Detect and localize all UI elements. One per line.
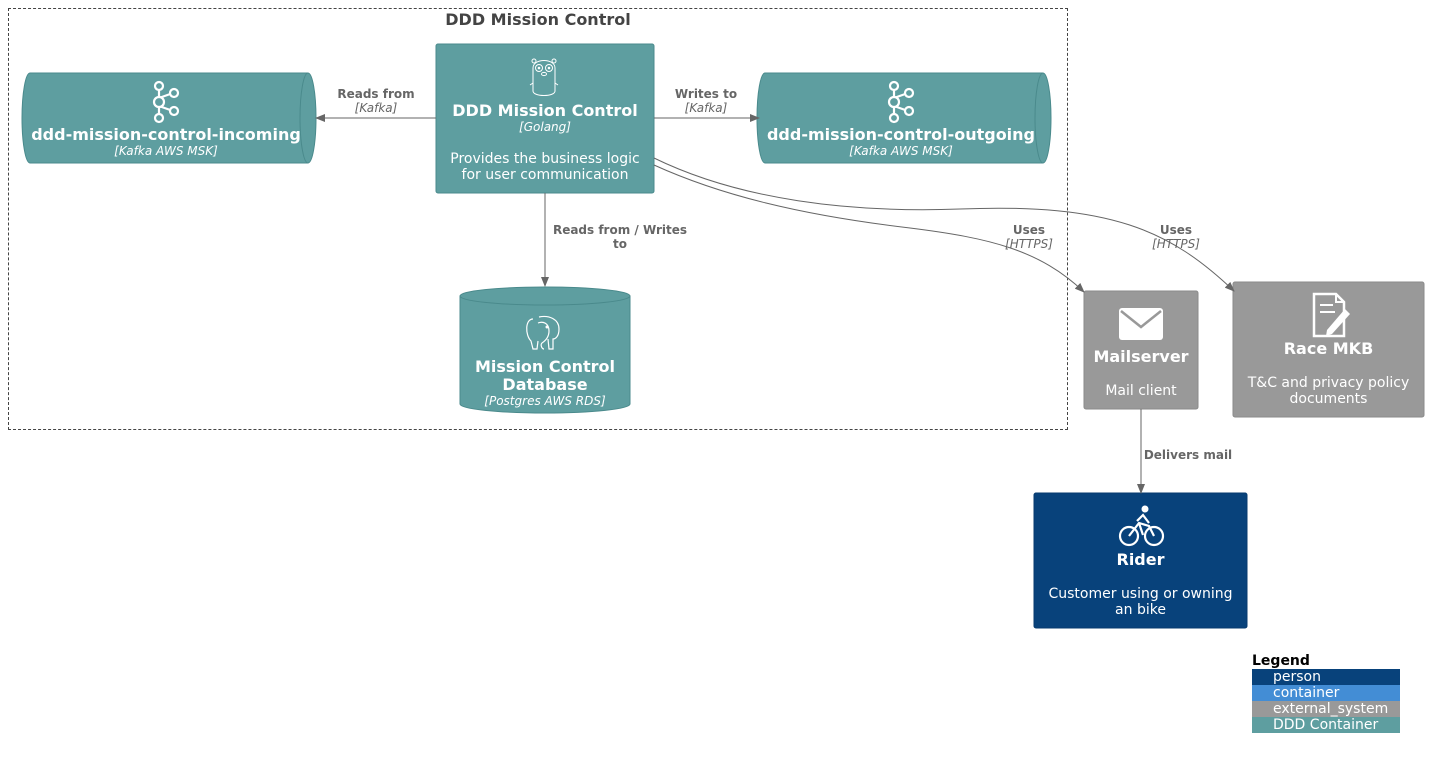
- document-edit-icon: [1312, 292, 1350, 338]
- rider[interactable]: Rider Customer using or owning an bike: [1034, 550, 1247, 619]
- mission-control-service[interactable]: DDD Mission Control [Golang] Provides th…: [436, 101, 654, 184]
- uses-mkb-tech: [HTTPS]: [1152, 237, 1200, 251]
- outgoing-queue[interactable]: ddd-mission-control-outgoing [Kafka AWS …: [760, 125, 1042, 159]
- writes-to-tech: [Kafka]: [684, 101, 728, 115]
- writes-to-label-text: Writes to: [674, 87, 738, 101]
- outgoing-queue-shape[interactable]: [756, 72, 1052, 164]
- legend: Legend person container external_system …: [1252, 653, 1400, 733]
- uses-mkb-label: Uses [HTTPS]: [1141, 223, 1211, 251]
- service-tech: [Golang]: [519, 120, 571, 134]
- incoming-queue[interactable]: ddd-mission-control-incoming [Kafka AWS …: [24, 125, 308, 159]
- legend-item-external-system: external_system: [1252, 701, 1400, 717]
- incoming-queue-tech: [Kafka AWS MSK]: [114, 144, 218, 158]
- kafka-icon: [887, 80, 915, 124]
- boundary-title: DDD Mission Control: [445, 10, 631, 29]
- mailserver[interactable]: Mailserver Mail client: [1084, 347, 1198, 400]
- legend-item-person: person: [1252, 669, 1400, 685]
- mailserver-name: Mailserver: [1093, 347, 1189, 366]
- kafka-icon: [152, 80, 180, 124]
- outgoing-queue-name: ddd-mission-control-outgoing: [766, 125, 1036, 144]
- database-tech: [Postgres AWS RDS]: [484, 394, 606, 408]
- envelope-icon: [1119, 308, 1163, 340]
- uses-mail-tech: [HTTPS]: [1005, 237, 1053, 251]
- legend-title: Legend: [1252, 653, 1310, 669]
- legend-item-container: container: [1252, 685, 1400, 701]
- reads-writes-label: Reads from / Writes to: [545, 223, 695, 251]
- writes-to-label: Writes to [Kafka]: [656, 87, 756, 115]
- uses-mail-label-text: Uses: [1012, 223, 1046, 237]
- incoming-queue-name: ddd-mission-control-incoming: [31, 125, 301, 144]
- cyclist-icon: [1118, 505, 1165, 547]
- race-mkb[interactable]: Race MKB T&C and privacy policy document…: [1233, 339, 1424, 408]
- delivers-label-text: Delivers mail: [1143, 448, 1233, 462]
- mailserver-description: Mail client: [1105, 383, 1177, 399]
- database-name: Mission Control Database: [474, 357, 616, 394]
- reads-from-tech: [Kafka]: [354, 101, 398, 115]
- mission-control-database[interactable]: Mission Control Database [Postgres AWS R…: [460, 357, 630, 409]
- reads-from-label: Reads from [Kafka]: [326, 87, 426, 115]
- race-mkb-box-shape[interactable]: [1232, 281, 1425, 418]
- incoming-queue-shape[interactable]: [21, 72, 317, 164]
- outgoing-queue-tech: [Kafka AWS MSK]: [849, 144, 953, 158]
- rider-description: Customer using or owning an bike: [1048, 586, 1233, 618]
- reads-from-label-text: Reads from: [337, 87, 415, 101]
- gopher-icon: [529, 58, 559, 96]
- system-boundary: [8, 8, 1068, 430]
- service-description: Provides the business logic for user com…: [450, 151, 640, 183]
- database-shape[interactable]: [459, 286, 631, 414]
- postgres-elephant-icon: [526, 315, 560, 350]
- race-mkb-name: Race MKB: [1283, 339, 1374, 358]
- uses-mkb-arrow: [653, 157, 1235, 292]
- uses-mkb-label-text: Uses: [1159, 223, 1193, 237]
- delivers-label: Delivers mail: [1138, 448, 1238, 462]
- uses-mail-arrow: [653, 164, 1085, 293]
- service-name: DDD Mission Control: [452, 101, 638, 120]
- legend-item-ddd-container: DDD Container: [1252, 717, 1400, 733]
- reads-writes-label-text: Reads from / Writes to: [552, 223, 688, 251]
- uses-mail-label: Uses [HTTPS]: [994, 223, 1064, 251]
- race-mkb-description: T&C and privacy policy documents: [1247, 375, 1410, 407]
- rider-name: Rider: [1116, 550, 1165, 569]
